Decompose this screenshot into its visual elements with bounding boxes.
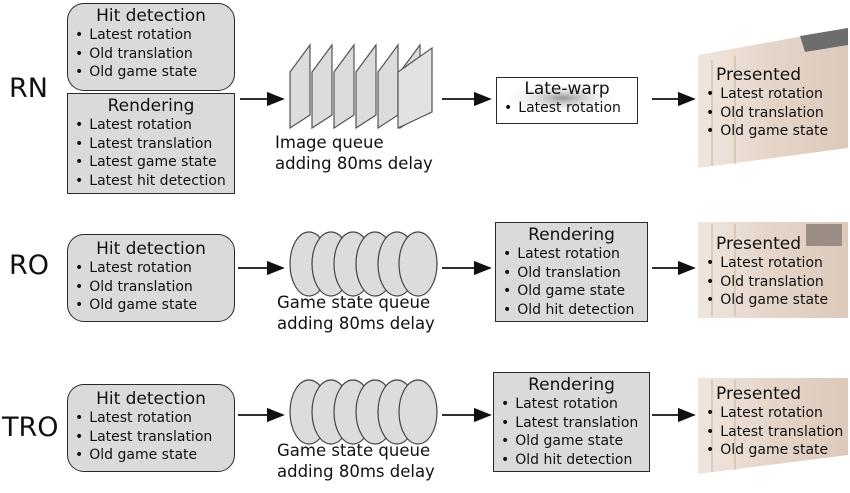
list-item: Latest rotation bbox=[504, 99, 637, 118]
rn-rendering-box: Rendering Latest rotation Latest transla… bbox=[67, 93, 235, 194]
ro-rendering-title: Rendering bbox=[528, 225, 615, 245]
row-label-rn: RN bbox=[9, 73, 48, 104]
tro-rendering-box: Rendering Latest rotation Latest transla… bbox=[493, 372, 650, 472]
row-label-tro: TRO bbox=[2, 412, 59, 443]
ro-queue-caption-line1: Game state queue bbox=[277, 293, 431, 312]
rn-presented-title: Presented bbox=[716, 65, 802, 85]
rn-hit-detection-title: Hit detection bbox=[96, 6, 206, 26]
ro-queue-caption-line2: adding 80ms delay bbox=[277, 314, 435, 333]
rn-late-warp-list: Latest rotation bbox=[497, 99, 637, 118]
list-item: Latest rotation bbox=[75, 259, 234, 278]
tro-presented-list: Latest rotation Latest translation Old g… bbox=[706, 404, 843, 460]
list-item: Old game state bbox=[75, 446, 234, 465]
ro-hit-detection-title: Hit detection bbox=[96, 239, 206, 259]
rn-hit-detection-box: Hit detection Latest rotation Old transl… bbox=[67, 3, 235, 91]
ro-presented-list: Latest rotation Old translation Old game… bbox=[706, 254, 828, 310]
rn-late-warp-title: Late-warp bbox=[524, 79, 610, 99]
list-item: Old game state bbox=[75, 296, 234, 315]
rn-presented: Presented Latest rotation Old translatio… bbox=[706, 66, 828, 141]
tro-hit-detection-list: Latest rotation Latest translation Old g… bbox=[68, 409, 234, 465]
list-item: Latest rotation bbox=[503, 245, 647, 264]
list-item: Latest game state bbox=[75, 153, 234, 172]
ro-presented: Presented Latest rotation Old translatio… bbox=[706, 235, 828, 310]
rn-rendering-title: Rendering bbox=[107, 96, 195, 116]
list-item: Old game state bbox=[501, 432, 649, 451]
rn-presented-list: Latest rotation Old translation Old game… bbox=[706, 85, 828, 141]
list-item: Latest translation bbox=[75, 428, 234, 447]
list-item: Latest rotation bbox=[75, 26, 234, 45]
game-state-queue-ro bbox=[289, 231, 438, 297]
list-item: Old game state bbox=[706, 291, 828, 310]
rn-hit-detection-list: Latest rotation Old translation Old game… bbox=[68, 26, 234, 82]
tro-presented-title: Presented bbox=[716, 384, 802, 404]
row-label-ro: RO bbox=[9, 250, 50, 281]
tro-queue-caption: Game state queue adding 80ms delay bbox=[277, 440, 435, 482]
game-state-queue-tro bbox=[289, 379, 438, 445]
rn-queue-caption-line2: adding 80ms delay bbox=[275, 154, 433, 173]
list-item: Latest rotation bbox=[501, 395, 649, 414]
tro-queue-caption-line2: adding 80ms delay bbox=[277, 462, 435, 481]
tro-presented: Presented Latest rotation Latest transla… bbox=[706, 385, 843, 460]
list-item: Old translation bbox=[706, 104, 828, 123]
tro-rendering-list: Latest rotation Latest translation Old g… bbox=[494, 395, 649, 469]
rn-late-warp-box: Late-warp Latest rotation bbox=[496, 77, 638, 124]
ro-queue-caption: Game state queue adding 80ms delay bbox=[277, 292, 435, 334]
list-item: Old translation bbox=[75, 278, 234, 297]
list-item: Old hit detection bbox=[503, 301, 647, 320]
list-item: Old game state bbox=[75, 63, 234, 82]
list-item: Latest rotation bbox=[706, 85, 828, 104]
ro-hit-detection-box: Hit detection Latest rotation Old transl… bbox=[67, 234, 235, 322]
list-item: Latest translation bbox=[75, 135, 234, 154]
list-item: Latest translation bbox=[501, 414, 649, 433]
ro-rendering-list: Latest rotation Old translation Old game… bbox=[496, 245, 647, 319]
list-item: Latest rotation bbox=[75, 409, 234, 428]
rn-queue-caption: Image queue adding 80ms delay bbox=[275, 132, 433, 174]
tro-queue-caption-line1: Game state queue bbox=[277, 441, 431, 460]
list-item: Old translation bbox=[75, 45, 234, 64]
list-item: Latest hit detection bbox=[75, 172, 234, 191]
ro-rendering-box: Rendering Latest rotation Old translatio… bbox=[495, 222, 648, 322]
rn-rendering-list: Latest rotation Latest translation Lates… bbox=[68, 116, 234, 190]
rn-queue-caption-line1: Image queue bbox=[275, 133, 384, 152]
list-item: Latest rotation bbox=[706, 404, 843, 423]
list-item: Old game state bbox=[706, 441, 843, 460]
list-item: Latest rotation bbox=[75, 116, 234, 135]
list-item: Latest translation bbox=[706, 423, 843, 442]
tro-hit-detection-title: Hit detection bbox=[96, 389, 206, 409]
list-item: Old translation bbox=[706, 273, 828, 292]
list-item: Old hit detection bbox=[501, 451, 649, 470]
list-item: Old translation bbox=[503, 264, 647, 283]
ro-hit-detection-list: Latest rotation Old translation Old game… bbox=[68, 259, 234, 315]
image-queue-stack bbox=[289, 43, 433, 130]
list-item: Old game state bbox=[706, 122, 828, 141]
tro-hit-detection-box: Hit detection Latest rotation Latest tra… bbox=[67, 384, 235, 472]
list-item: Old game state bbox=[503, 282, 647, 301]
tro-rendering-title: Rendering bbox=[528, 375, 615, 395]
ro-presented-title: Presented bbox=[716, 234, 802, 254]
list-item: Latest rotation bbox=[706, 254, 828, 273]
